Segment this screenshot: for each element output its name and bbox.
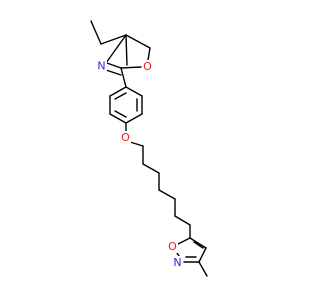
isoxazole-nitrogen-label: N <box>173 256 181 269</box>
bond <box>120 67 127 88</box>
bond <box>109 86 127 97</box>
bond <box>158 189 176 200</box>
bond <box>189 237 207 249</box>
bond <box>114 92 127 100</box>
bond <box>129 141 144 147</box>
bond <box>125 113 143 124</box>
bond <box>125 34 151 49</box>
bond <box>125 34 128 66</box>
bond <box>174 215 191 226</box>
bond <box>198 261 208 277</box>
bond <box>114 110 127 118</box>
bond <box>147 47 151 61</box>
oxazoline-nitrogen-label: N <box>97 60 105 73</box>
bond <box>105 34 127 64</box>
isoxazole-oxygen-label: O <box>168 240 177 253</box>
oxazoline-oxygen-label: O <box>143 60 152 73</box>
bond <box>90 20 102 45</box>
bond <box>120 66 142 69</box>
bond <box>193 241 204 249</box>
bond <box>100 34 127 45</box>
structure-diagram: N O O O N <box>90 20 208 277</box>
bond <box>142 163 160 174</box>
bond <box>105 69 122 76</box>
bond <box>125 86 143 97</box>
bond <box>109 113 127 124</box>
bond <box>198 247 207 263</box>
ether-oxygen-label: O <box>121 131 130 144</box>
bond <box>177 237 191 245</box>
